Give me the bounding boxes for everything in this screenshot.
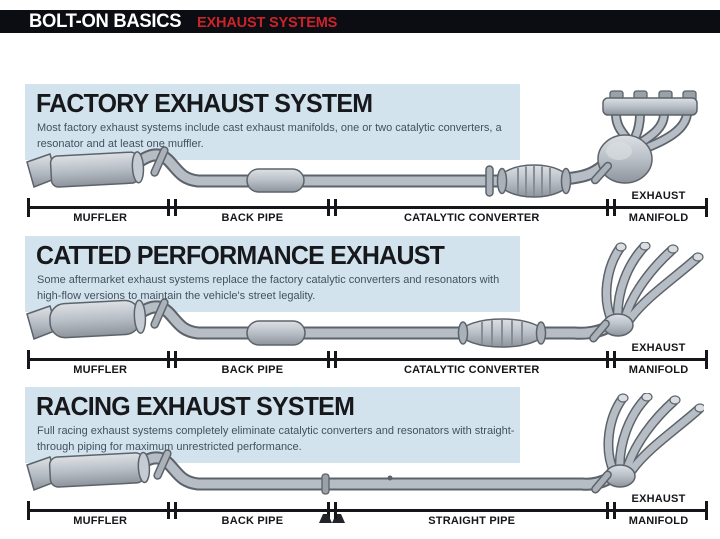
pipe-clamp (321, 473, 330, 495)
resonator (246, 320, 306, 346)
cat-inlet-flange (485, 165, 494, 197)
dimension-baseline (28, 206, 706, 209)
dim-label-catalytic-converter: CATALYTIC CONVERTER (403, 212, 540, 224)
dim-tick (327, 351, 338, 368)
section-description: Some aftermarket exhaust systems replace… (37, 274, 500, 303)
dim-label-manifold: MANIFOLD (628, 364, 689, 376)
section-description: Full racing exhaust systems completely e… (37, 425, 515, 454)
topic-label: EXHAUST SYSTEMS (196, 13, 338, 31)
dim-label-catalytic-converter: CATALYTIC CONVERTER (403, 364, 540, 376)
dim-tick (167, 199, 178, 216)
dimension-line: MUFFLER BACK PIPE CATALYTIC CONVERTER EX… (26, 342, 708, 384)
dim-tick (26, 350, 30, 369)
info-panel: CATTED PERFORMANCE EXHAUST Some aftermar… (25, 236, 520, 312)
pipe-flange (150, 298, 169, 329)
dim-tick (704, 198, 708, 217)
cut-marker (318, 513, 346, 523)
high-flow-catalytic-converter (457, 318, 547, 348)
dim-label-muffler: MUFFLER (73, 212, 128, 224)
dimension-line: MUFFLER BACK PIPE CATALYTIC CONVERTER EX… (26, 190, 708, 232)
title-bar: BOLT-ON BASICS EXHAUST SYSTEMS (0, 10, 720, 33)
section-title: FACTORY EXHAUST SYSTEM (36, 88, 373, 118)
pipe-hanger-bolt (387, 475, 393, 481)
main-pipe (125, 300, 613, 340)
straight-pipe (125, 451, 615, 491)
dim-label-exhaust: EXHAUST (631, 342, 686, 354)
pipe-flange (153, 449, 172, 480)
section-title: RACING EXHAUST SYSTEM (36, 391, 355, 421)
dim-label-muffler: MUFFLER (73, 364, 128, 376)
exhaust-manifold-header (591, 393, 704, 494)
dim-tick (26, 198, 30, 217)
info-panel: FACTORY EXHAUST SYSTEM Most factory exha… (25, 84, 520, 160)
pipe-flange (150, 146, 169, 177)
resonator (246, 168, 305, 193)
info-panel: RACING EXHAUST SYSTEM Full racing exhaus… (25, 387, 520, 463)
dim-label-manifold: MANIFOLD (628, 212, 689, 224)
dim-label-exhaust: EXHAUST (631, 190, 686, 202)
dim-tick (704, 501, 708, 520)
dim-label-muffler: MUFFLER (73, 515, 128, 527)
dim-tick (606, 199, 617, 216)
dimension-baseline (28, 509, 706, 512)
section-factory: FACTORY EXHAUST SYSTEM Most factory exha… (24, 84, 708, 234)
dim-label-exhaust: EXHAUST (631, 493, 686, 505)
racing-exhaust-illustration (26, 393, 704, 495)
exhaust-manifold (590, 90, 698, 185)
dim-tick (327, 199, 338, 216)
exhaust-manifold-header (589, 242, 704, 343)
dimension-line: MUFFLER BACK PIPE STRAIGHT PIPE EXHAUST … (26, 493, 708, 535)
catted-exhaust-illustration (26, 242, 704, 348)
dim-tick-cut (319, 502, 346, 523)
dim-label-straight-pipe: STRAIGHT PIPE (428, 515, 516, 527)
dim-tick (606, 351, 617, 368)
section-title: CATTED PERFORMANCE EXHAUST (36, 240, 445, 270)
dim-label-back-pipe: BACK PIPE (221, 364, 284, 376)
dim-tick (167, 351, 178, 368)
section-catted-performance: CATTED PERFORMANCE EXHAUST Some aftermar… (24, 236, 708, 386)
dim-tick (704, 350, 708, 369)
dim-tick (167, 502, 178, 519)
dim-tick (606, 502, 617, 519)
section-racing: RACING EXHAUST SYSTEM Full racing exhaus… (24, 387, 708, 537)
brand-title: BOLT-ON BASICS (29, 10, 182, 32)
factory-exhaust-illustration (26, 90, 698, 198)
dim-label-back-pipe: BACK PIPE (221, 515, 284, 527)
muffler (49, 299, 147, 339)
muffler (48, 451, 151, 488)
catalytic-converter (496, 164, 572, 198)
dimension-baseline (28, 358, 706, 361)
dim-label-manifold: MANIFOLD (628, 515, 689, 527)
dim-label-back-pipe: BACK PIPE (221, 212, 284, 224)
muffler (49, 151, 145, 188)
dim-tick (26, 501, 30, 520)
